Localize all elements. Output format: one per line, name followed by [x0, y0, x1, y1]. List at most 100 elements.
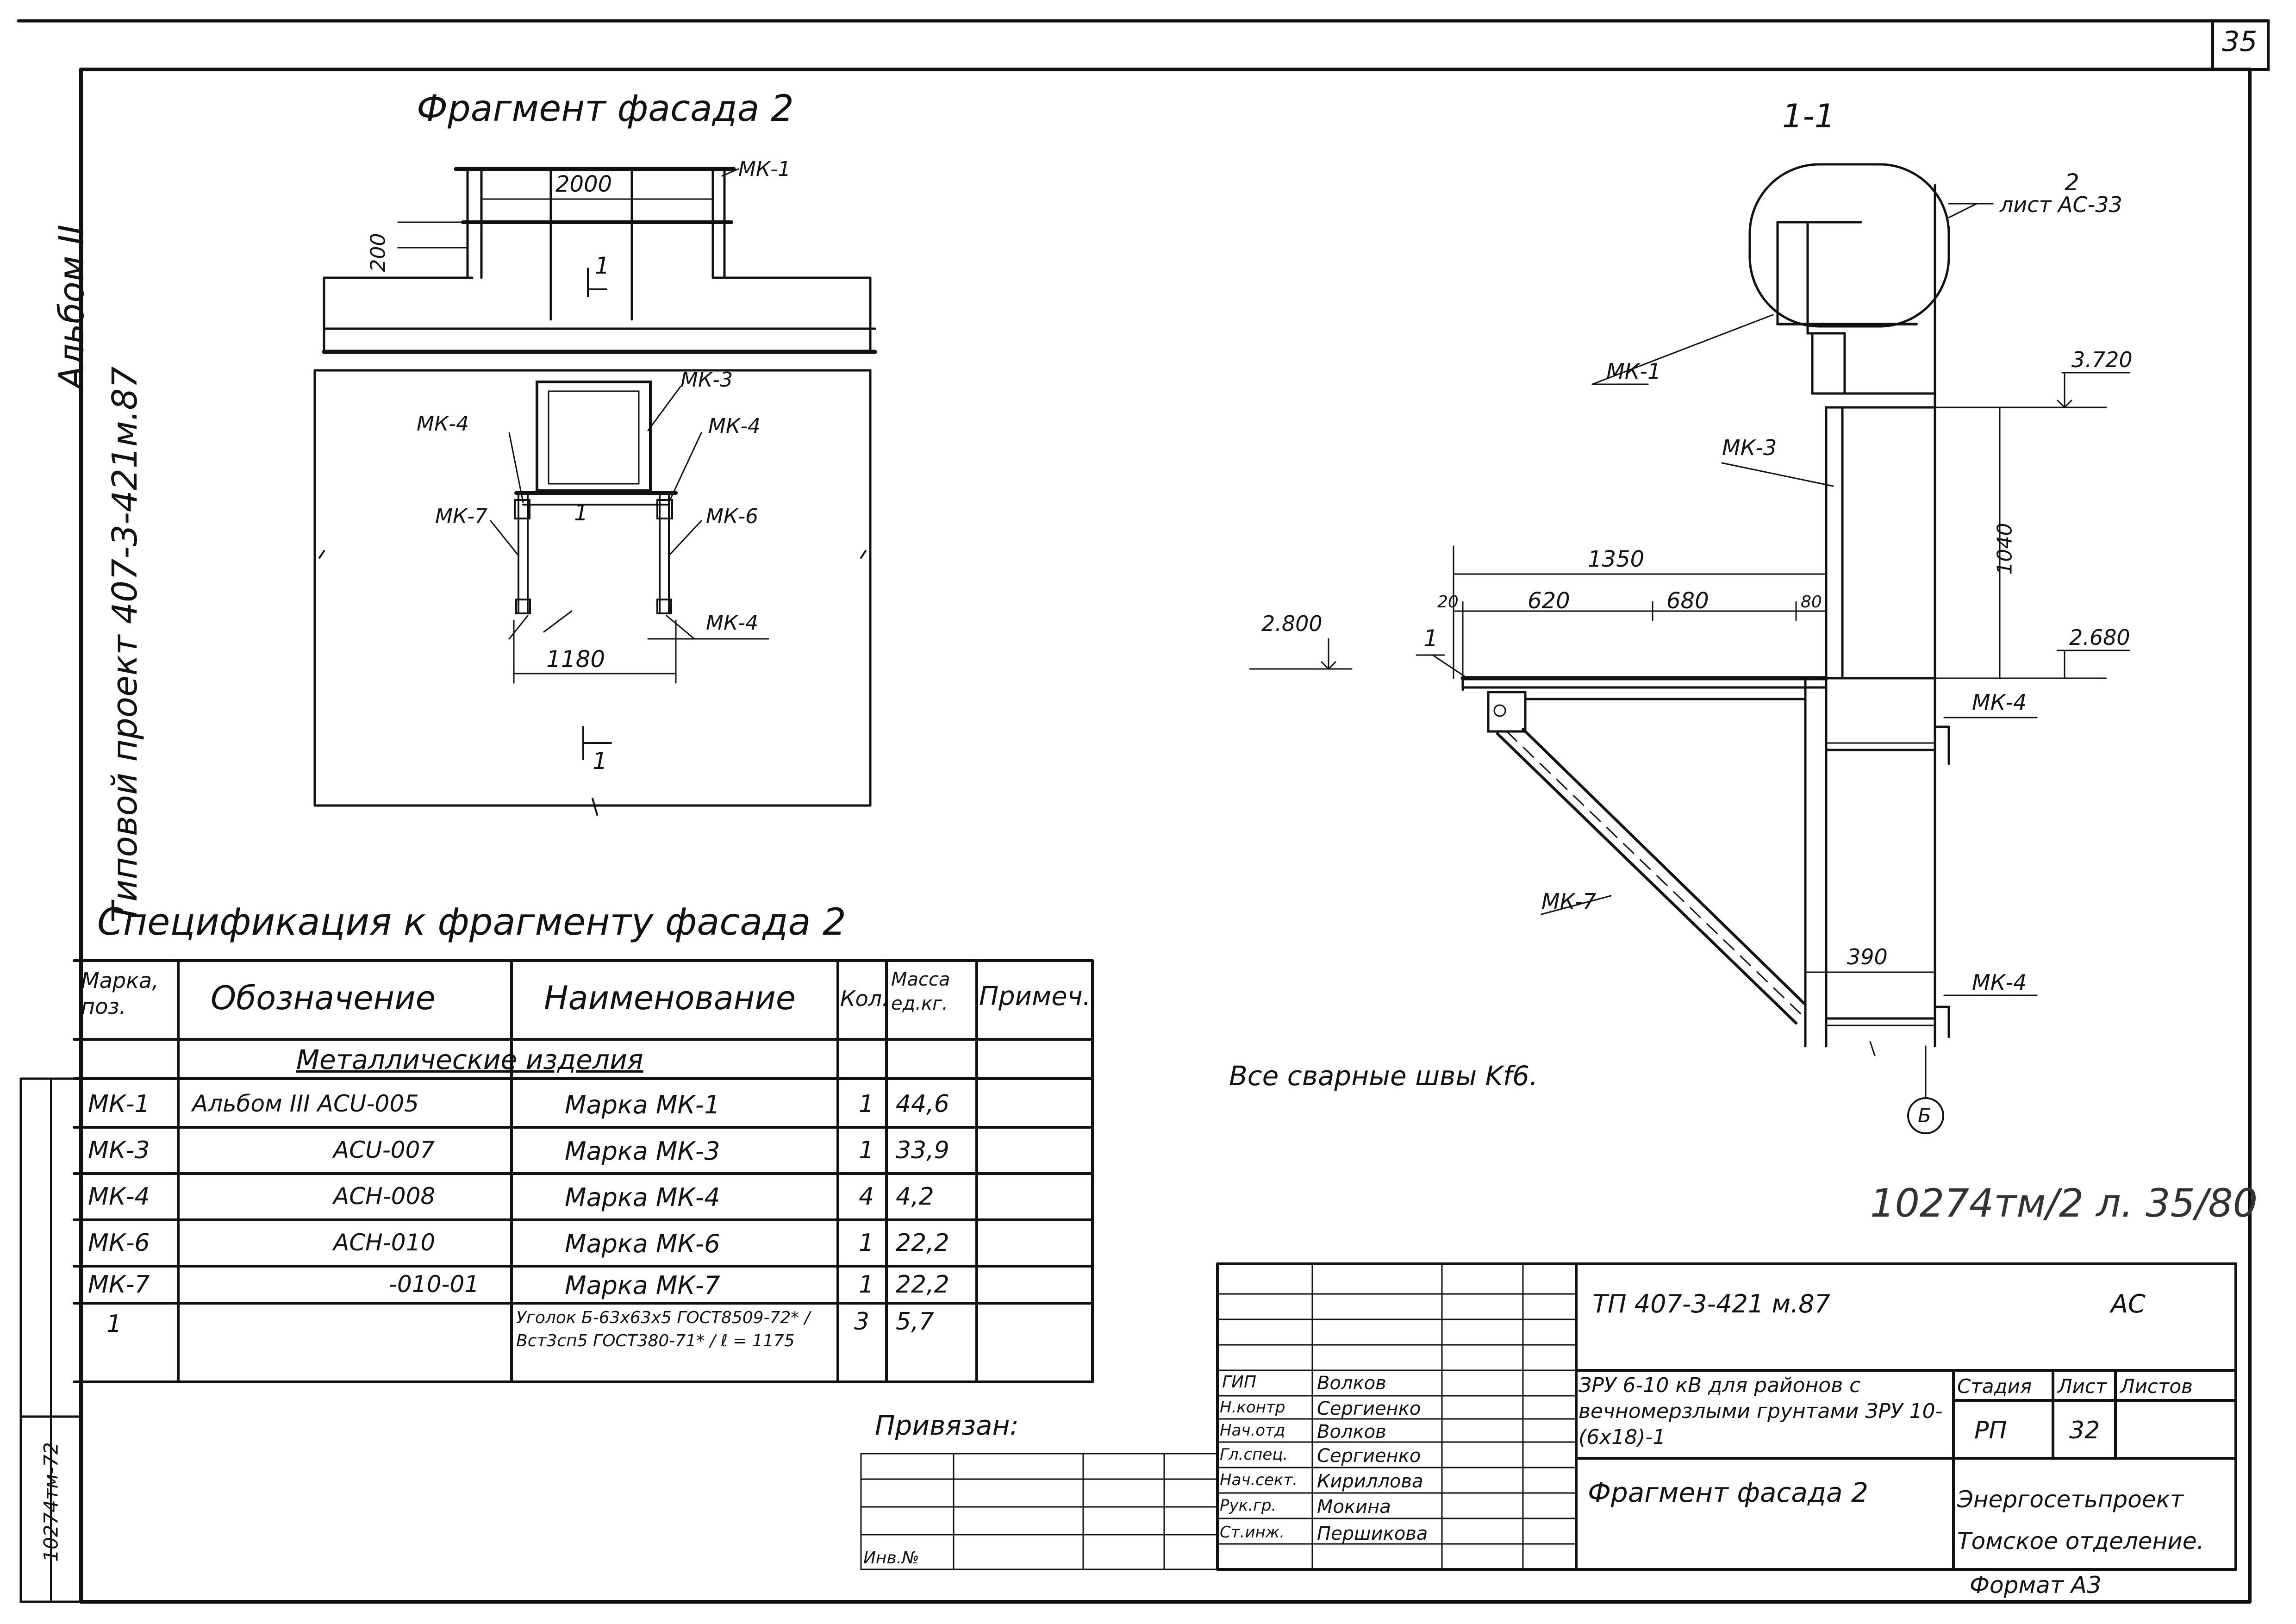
side-title-project: Типовой проект 407-3-421м.87	[105, 366, 145, 923]
side-title-album: Альбом II	[52, 225, 92, 389]
facade-dim-200: 200	[366, 233, 390, 272]
sheet-value: 32	[2069, 1417, 2100, 1444]
spec-row-mass: 4,2	[896, 1183, 934, 1211]
role-name: Сергиенко	[1317, 1445, 1421, 1467]
section-mk1: МК-1	[1606, 359, 1661, 384]
title-block-tied: Привязан:	[875, 1410, 1019, 1441]
section-level-2800: 2.800	[1261, 611, 1323, 636]
spec-header-mark: Марка, поз.	[81, 968, 159, 1019]
spec-row-designation: АСU-007	[333, 1137, 435, 1163]
section-mk3: МК-3	[1722, 435, 1777, 460]
spec-row-mark: МК-7	[88, 1271, 150, 1299]
spec-header-designation: Обозначение	[211, 979, 436, 1017]
section-level-3720: 3.720	[2071, 347, 2133, 372]
section-drawing	[1249, 163, 2130, 1134]
spec-row-mass: 33,9	[896, 1137, 949, 1164]
spec-row-mark: 1	[106, 1310, 122, 1338]
facade-dim-1180: 1180	[546, 646, 605, 673]
side-stamp-inv: 10274тм-72	[39, 1442, 62, 1562]
stage-value: РП	[1974, 1417, 2007, 1444]
spec-row-designation: -010-01	[389, 1271, 480, 1298]
facade-label-pos1: 1	[574, 500, 588, 526]
spec-row-name: Марка МК-4	[565, 1183, 720, 1212]
spec-row-qty: 4	[859, 1183, 874, 1211]
facade-section-mark-top: 1	[595, 252, 610, 279]
section-mk4-top: МК-4	[1972, 690, 2027, 715]
section-dim-80: 80	[1801, 593, 1822, 612]
spec-row-qty: 1	[859, 1229, 874, 1257]
section-dim-20: 20	[1437, 593, 1459, 612]
spec-header-mass: Масса ед.кг.	[891, 969, 950, 1014]
spec-group-title: Металлические изделия	[296, 1044, 643, 1075]
spec-row-designation: АСН-008	[333, 1183, 436, 1210]
section-dim-1040: 1040	[1993, 523, 2017, 575]
section-dim-680: 680	[1666, 588, 1709, 614]
sheet-header: Лист	[2058, 1375, 2107, 1398]
role-label: Гл.спец.	[1220, 1445, 1288, 1464]
section-mk7: МК-7	[1541, 889, 1597, 914]
section-axis-label: Б	[1918, 1104, 1931, 1127]
section-dim-390: 390	[1847, 944, 1888, 969]
spec-title: Спецификация к фрагменту фасада 2	[97, 900, 846, 943]
role-label: Нач.сект.	[1220, 1471, 1298, 1489]
section-dim-620: 620	[1528, 588, 1570, 614]
section-title: 1-1	[1782, 97, 1835, 135]
facade-label-mk4-right: МК-4	[708, 414, 761, 438]
sheet-number: 35	[2222, 25, 2258, 58]
facade-label-mk4-left: МК-4	[417, 412, 469, 436]
facade-dim-2000: 2000	[555, 171, 612, 197]
spec-row-mass: 44,6	[896, 1090, 949, 1118]
spec-row-mass: 22,2	[896, 1229, 949, 1257]
facade-label-mk4-bottom: МК-4	[706, 611, 759, 635]
role-label: Нач.отд	[1220, 1421, 1285, 1440]
sheet-reference: 10274тм/2 л. 35/80	[1870, 1181, 2258, 1226]
spec-row-designation: Альбом III АСU-005	[192, 1090, 419, 1117]
section-dim-1350: 1350	[1588, 546, 1645, 572]
spec-row-name: Марка МК-1	[565, 1090, 720, 1119]
sheet-format: Формат А3	[1970, 1572, 2102, 1599]
role-name: Мокина	[1317, 1496, 1391, 1518]
spec-row-qty: 3	[854, 1308, 870, 1336]
spec-row-name: Марка МК-6	[565, 1229, 720, 1258]
spec-header-qty: Кол.	[840, 986, 889, 1011]
organization-branch: Томское отделение.	[1957, 1528, 2204, 1555]
role-name: Кириллова	[1317, 1471, 1423, 1492]
title-block-inv: Инв.№	[863, 1549, 919, 1568]
facade-drawing	[313, 167, 877, 816]
title-block-code: ТП 407-3-421 м.87	[1592, 1289, 1831, 1318]
section-level-2680: 2.680	[2069, 625, 2130, 650]
section-mk4-bottom: МК-4	[1972, 970, 2027, 995]
facade-label-mk3: МК-3	[680, 368, 733, 392]
section-callout-num: 2	[2065, 169, 2079, 196]
facade-label-mk6: МК-6	[706, 505, 759, 528]
stage-header: Стадия	[1957, 1375, 2032, 1398]
role-label: Н.контр	[1220, 1398, 1285, 1417]
title-block-section-code: АС	[2111, 1289, 2146, 1318]
organization-name: Энергосетьпроект	[1957, 1486, 2184, 1513]
spec-header-name: Наименование	[544, 979, 796, 1017]
spec-row-mark: МК-6	[88, 1229, 150, 1257]
spec-row-mass: 22,2	[896, 1271, 949, 1299]
section-weld-note: Все сварные швы Kf6.	[1229, 1060, 1538, 1092]
spec-row-mark: МК-4	[88, 1183, 150, 1211]
facade-label-mk1: МК-1	[738, 157, 791, 181]
title-block-grid	[860, 1262, 2237, 1571]
facade-section-mark-bottom: 1	[593, 748, 607, 775]
section-callout-sheet: лист АС-33	[2000, 192, 2122, 217]
role-name: Волков	[1317, 1373, 1386, 1394]
spec-row-qty: 1	[859, 1090, 874, 1118]
role-label: Ст.инж.	[1220, 1523, 1285, 1542]
spec-row-mark: МК-3	[88, 1137, 150, 1164]
facade-label-mk7: МК-7	[435, 505, 488, 528]
spec-table-grid	[73, 959, 1094, 1383]
spec-row-mark: МК-1	[88, 1090, 150, 1118]
spec-row-mass: 5,7	[896, 1308, 934, 1336]
role-name: Першикова	[1317, 1523, 1428, 1544]
spec-row-designation: АСН-010	[333, 1229, 436, 1256]
object-title: ЗРУ 6-10 кВ для районов с вечномерзлыми …	[1578, 1374, 1943, 1449]
spec-row-qty: 1	[859, 1137, 874, 1164]
sheets-header: Листов	[2120, 1375, 2193, 1398]
role-label: ГИП	[1222, 1373, 1257, 1392]
role-label: Рук.гр.	[1220, 1496, 1277, 1515]
